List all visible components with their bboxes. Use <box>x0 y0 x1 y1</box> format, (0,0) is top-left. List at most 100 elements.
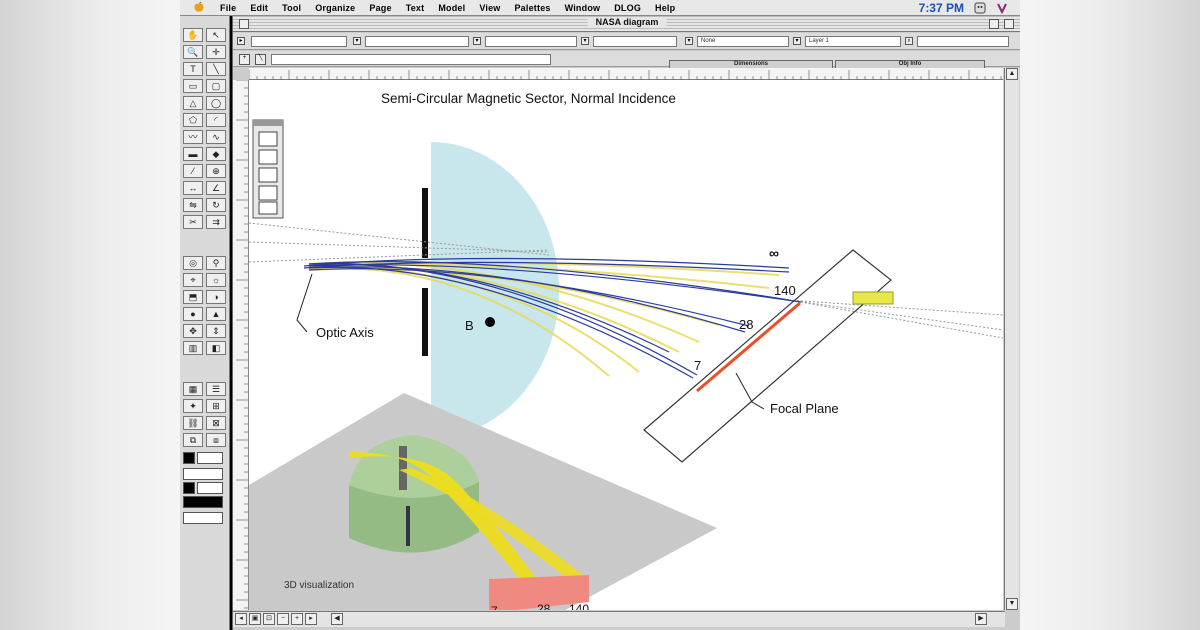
line-weight-swatch[interactable] <box>183 496 223 508</box>
mirror-tool-icon[interactable]: ⇋ <box>183 198 203 212</box>
move-3d-tool-icon[interactable]: ✥ <box>183 324 203 338</box>
sweep-tool-icon[interactable]: ◑ <box>206 290 226 304</box>
pen-color-swatch[interactable] <box>183 452 195 464</box>
coordinate-field-y[interactable] <box>485 36 577 47</box>
menu-view[interactable]: View <box>479 2 501 13</box>
menu-file[interactable]: File <box>220 2 237 13</box>
freehand-tool-icon[interactable]: 〰 <box>183 130 203 144</box>
angle-tool-icon[interactable]: ∠ <box>206 181 226 195</box>
layer-popup[interactable]: Layer 1 <box>805 36 901 47</box>
arrowhead-swatch[interactable] <box>183 512 223 524</box>
sphere-tool-icon[interactable]: ● <box>183 307 203 321</box>
lock-tool-icon[interactable]: ⊠ <box>206 416 226 430</box>
group-tool-icon[interactable]: ⧉ <box>183 433 203 447</box>
chevron-right-icon[interactable]: ▸ <box>237 37 245 45</box>
chevron-down-icon[interactable]: ▾ <box>353 37 361 45</box>
zoom-in-icon[interactable]: + <box>291 613 303 625</box>
oval-tool-icon[interactable]: ◯ <box>206 96 226 110</box>
line-tool-icon[interactable]: ╲ <box>206 62 226 76</box>
data-tool-icon[interactable]: ⊞ <box>206 399 226 413</box>
page-prev-icon[interactable]: ◂ <box>235 613 247 625</box>
close-box-icon[interactable] <box>239 19 249 29</box>
eyedropper-tool-icon[interactable]: ⁄ <box>183 164 203 178</box>
dimension-tool-icon[interactable]: ↔ <box>183 181 203 195</box>
crosshair-tool-icon[interactable]: ✛ <box>206 45 226 59</box>
menu-dlog[interactable]: DLOG <box>614 2 642 13</box>
scroll-down-icon[interactable]: ▼ <box>1006 598 1018 610</box>
fill-fore-swatch[interactable] <box>197 482 223 494</box>
scale-field[interactable] <box>917 36 1009 47</box>
menu-help[interactable]: Help <box>655 2 676 13</box>
page-next-icon[interactable]: ▸ <box>305 613 317 625</box>
arc-tool-icon[interactable]: ◜ <box>206 113 226 127</box>
view-popup[interactable]: None <box>697 36 789 47</box>
light-tool-icon[interactable]: ☼ <box>206 273 226 287</box>
page-fit-icon[interactable]: ⊡ <box>263 613 275 625</box>
window-title-bar[interactable]: NASA diagram <box>233 16 1020 32</box>
chevron-down-icon[interactable]: ▾ <box>473 37 481 45</box>
ungroup-tool-icon[interactable]: ⧈ <box>206 433 226 447</box>
link-tool-icon[interactable]: ⛓ <box>183 416 203 430</box>
extrude-tool-icon[interactable]: ⬒ <box>183 290 203 304</box>
split-tool-icon[interactable]: ✂ <box>183 215 203 229</box>
coordinate-field-x[interactable] <box>365 36 469 47</box>
menu-text[interactable]: Text <box>405 2 425 13</box>
page-view-icon[interactable]: ▣ <box>249 613 261 625</box>
menu-window[interactable]: Window <box>564 2 601 13</box>
text-tool-icon[interactable]: T <box>183 62 203 76</box>
polygon-tool-icon[interactable]: ⬠ <box>183 113 203 127</box>
scroll-right-icon[interactable]: ▶ <box>975 613 987 625</box>
menu-edit[interactable]: Edit <box>250 2 269 13</box>
collapse-box-icon[interactable] <box>1004 19 1014 29</box>
menu-tool[interactable]: Tool <box>282 2 302 13</box>
wall-tool-icon[interactable]: ▬ <box>183 147 203 161</box>
floating-palette[interactable] <box>252 119 284 219</box>
finder-icon[interactable] <box>974 2 986 14</box>
section-tool-icon[interactable]: ▥ <box>183 341 203 355</box>
symbol-tool-icon[interactable]: ✦ <box>183 399 203 413</box>
fill-pattern-swatch[interactable] <box>183 468 223 480</box>
chevron-down-icon[interactable]: ▾ <box>685 37 693 45</box>
rotate-tool-icon[interactable]: ↻ <box>206 198 226 212</box>
add-icon[interactable]: + <box>239 54 250 65</box>
zoom-out-icon[interactable]: − <box>277 613 289 625</box>
align-tool-icon[interactable]: ☰ <box>206 382 226 396</box>
push-pull-tool-icon[interactable]: ⇕ <box>206 324 226 338</box>
horizontal-scrollbar[interactable]: ◂ ▣ ⊡ − + ▸ ◀ ▶ <box>233 611 1005 627</box>
camera-tool-icon[interactable]: ⌖ <box>183 273 203 287</box>
spline-tool-icon[interactable]: ∿ <box>206 130 226 144</box>
offset-tool-icon[interactable]: ⇉ <box>206 215 226 229</box>
scroll-up-icon[interactable]: ▲ <box>1006 68 1018 80</box>
vertical-scrollbar[interactable]: ▲ ▼ <box>1004 68 1019 610</box>
menu-organize[interactable]: Organize <box>315 2 356 13</box>
zoom-box-icon[interactable] <box>989 19 999 29</box>
view-tool-icon[interactable]: ◧ <box>206 341 226 355</box>
scroll-left-icon[interactable]: ◀ <box>331 613 343 625</box>
chevron-down-icon[interactable]: ▾ <box>793 37 801 45</box>
menu-palettes[interactable]: Palettes <box>514 2 551 13</box>
pen-pattern-swatch[interactable] <box>197 452 223 464</box>
zoom-tool-icon[interactable]: 🔍 <box>183 45 203 59</box>
zoom-field[interactable] <box>251 36 347 47</box>
snap-tool-icon[interactable]: ⊕ <box>206 164 226 178</box>
coordinate-field-angle[interactable] <box>593 36 677 47</box>
menu-model[interactable]: Model <box>438 2 466 13</box>
menu-clock[interactable]: 7:37 PM <box>918 1 964 15</box>
menu-page[interactable]: Page <box>369 2 392 13</box>
flyover-tool-icon[interactable]: ◎ <box>183 256 203 270</box>
walkthrough-tool-icon[interactable]: ⚲ <box>206 256 226 270</box>
search-icon[interactable]: ⌕ <box>905 37 913 45</box>
line-mode-icon[interactable]: ╲ <box>255 54 266 65</box>
apple-menu-icon[interactable] <box>192 1 206 15</box>
arrow-tool-icon[interactable]: ↖ <box>206 28 226 42</box>
chevron-down-icon[interactable]: ▾ <box>581 37 589 45</box>
rounded-rect-tool-icon[interactable]: ▢ <box>206 79 226 93</box>
drawing-canvas[interactable]: Semi-Circular Magnetic Sector, Normal In… <box>249 80 1003 610</box>
fill-color-swatch[interactable] <box>183 482 195 494</box>
fill-tool-icon[interactable]: ◆ <box>206 147 226 161</box>
hand-tool-icon[interactable]: ✋ <box>183 28 203 42</box>
triangle-tool-icon[interactable]: △ <box>183 96 203 110</box>
grid-tool-icon[interactable]: ▦ <box>183 382 203 396</box>
rectangle-tool-icon[interactable]: ▭ <box>183 79 203 93</box>
application-menu-icon[interactable] <box>996 2 1008 15</box>
